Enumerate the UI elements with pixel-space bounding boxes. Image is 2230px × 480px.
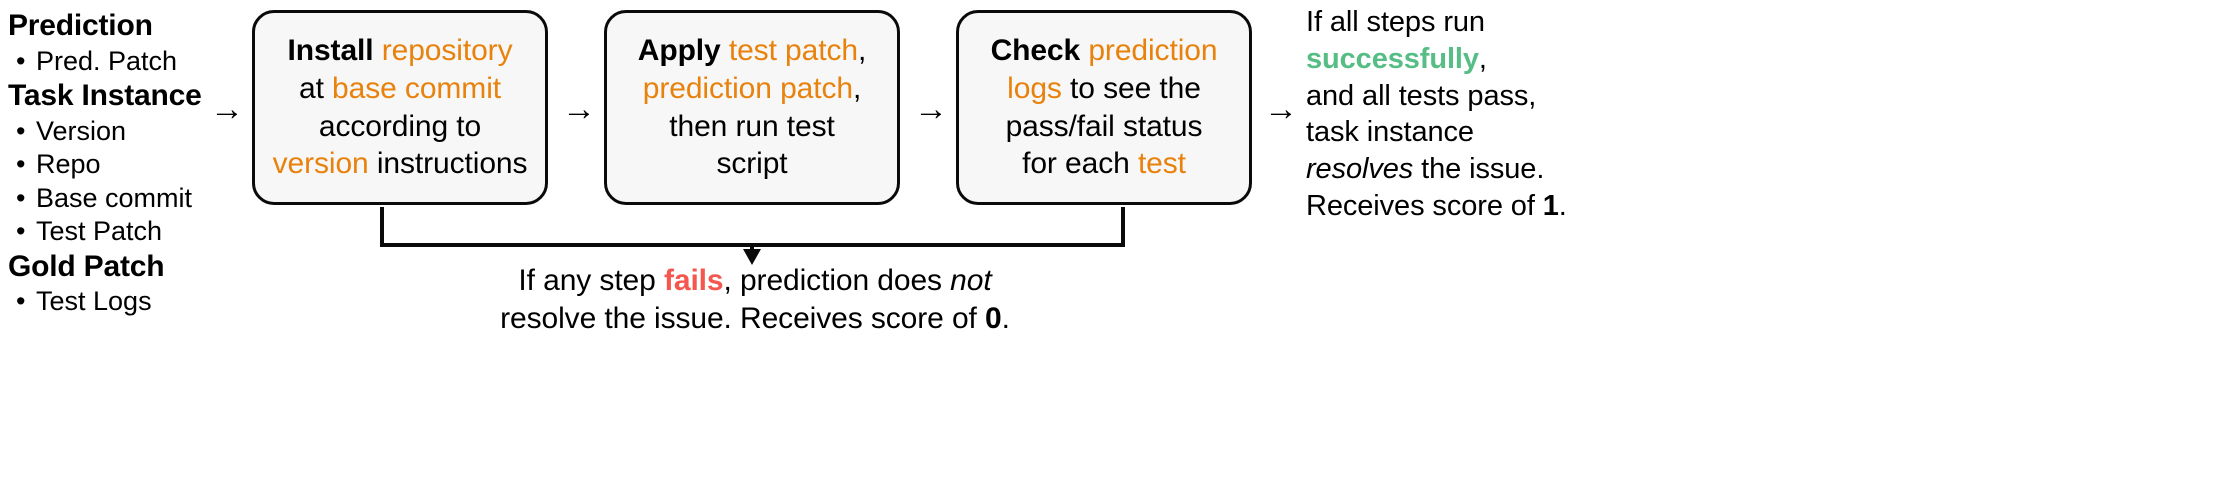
text-run: test (1137, 147, 1186, 181)
text-run: to see the (1061, 71, 1201, 105)
text-run: Receives score of (1306, 190, 1543, 223)
failure-bracket-connector (380, 207, 1125, 265)
text-run: 1 (1542, 190, 1559, 223)
text-run: task instance (1306, 116, 1474, 149)
text-run: repository (381, 33, 513, 67)
text-line: and all tests pass, (1306, 78, 1636, 115)
text-run: , (857, 33, 867, 67)
text-line: prediction patch, (638, 70, 866, 108)
text-run: , (1478, 42, 1487, 75)
text-line: script (638, 145, 866, 183)
legend-item-label: Version (36, 115, 127, 146)
legend-item: • Pred. Patch (8, 45, 308, 78)
text-run: at (298, 71, 333, 105)
text-line: Apply test patch, (637, 32, 867, 70)
text-line: resolves the issue. (1306, 151, 1636, 188)
text-line: pass/fail status (991, 108, 1218, 146)
text-line: If all steps run (1306, 4, 1636, 41)
legend-item: • Test Patch (8, 215, 308, 248)
text-line: logs to see the (991, 70, 1218, 108)
text-run: , prediction does (723, 264, 951, 297)
text-run: prediction patch (642, 71, 853, 105)
legend-item-label: Pred. Patch (36, 45, 178, 76)
text-line: according to (273, 108, 528, 146)
text-run: instructions (368, 147, 528, 181)
step-box-apply-text: Apply test patch,prediction patch,then r… (624, 32, 880, 183)
text-run: , (852, 71, 862, 105)
text-run: Apply (637, 33, 729, 67)
text-line: successfully, (1306, 41, 1636, 78)
text-run: then run test (669, 109, 835, 143)
text-line: resolve the issue. Receives score of 0. (430, 300, 1080, 338)
bullet-dot-icon: • (16, 216, 26, 247)
text-run: 0 (985, 302, 1002, 336)
text-run: and all tests pass, (1306, 79, 1537, 112)
arrow-step1-to-step2-icon: → (562, 90, 596, 128)
bullet-dot-icon: • (16, 115, 26, 146)
text-run: not (950, 264, 992, 297)
legend-heading-0: Prediction (8, 9, 153, 42)
text-run: Check (990, 33, 1089, 67)
text-run: test patch (728, 33, 858, 67)
text-run: script (716, 147, 788, 181)
text-line: for each test (991, 145, 1218, 183)
legend-item: • Test Logs (8, 285, 308, 318)
text-line: at base commit (273, 70, 528, 108)
text-run: . (1558, 190, 1567, 223)
arrow-step3-to-result-icon: → (1264, 90, 1298, 128)
text-line: If any step fails, prediction does not (430, 262, 1080, 300)
text-run: If any step (518, 264, 664, 297)
bullet-dot-icon: • (16, 45, 26, 76)
legend-item: • Repo (8, 148, 308, 181)
text-line: Check prediction (991, 32, 1218, 70)
text-run: according to (318, 109, 482, 143)
text-line: then run test (638, 108, 866, 146)
legend-item-label: Test Patch (36, 216, 163, 247)
text-run: for each (1022, 147, 1138, 181)
legend-heading-1: Task Instance (8, 79, 202, 113)
arrow-input-to-step1-icon: → (210, 90, 244, 128)
text-run: fails (663, 264, 724, 297)
text-run: version (272, 147, 369, 181)
legend-item: • Version (8, 115, 308, 148)
legend-heading-2: Gold Patch (8, 249, 165, 283)
text-line: Receives score of 1. (1306, 188, 1636, 225)
text-run: base commit (332, 71, 502, 105)
text-run: If all steps run (1306, 6, 1485, 38)
text-run: resolve the issue. Receives score of (500, 302, 985, 336)
bullet-dot-icon: • (16, 149, 26, 180)
legend-item-label: Test Logs (36, 286, 152, 317)
text-run: logs (1007, 71, 1062, 105)
text-line: version instructions (273, 145, 528, 183)
legend-item-label: Base commit (36, 182, 193, 213)
text-line: Install repository (273, 32, 528, 70)
legend-item-label: Repo (36, 149, 101, 180)
legend-item: • Base commit (8, 182, 308, 215)
text-run: Install (287, 33, 382, 67)
bullet-dot-icon: • (16, 182, 26, 213)
text-run: prediction (1088, 33, 1218, 67)
text-run: successfully (1306, 42, 1479, 75)
text-run: the issue. (1413, 153, 1545, 186)
text-run: resolves (1306, 153, 1414, 186)
arrow-step2-to-step3-icon: → (914, 90, 948, 128)
text-run: pass/fail status (1005, 109, 1203, 143)
text-line: task instance (1306, 114, 1636, 151)
text-run: . (1001, 302, 1010, 336)
step-box-apply: Apply test patch,prediction patch,then r… (604, 10, 900, 205)
bullet-dot-icon: • (16, 286, 26, 317)
